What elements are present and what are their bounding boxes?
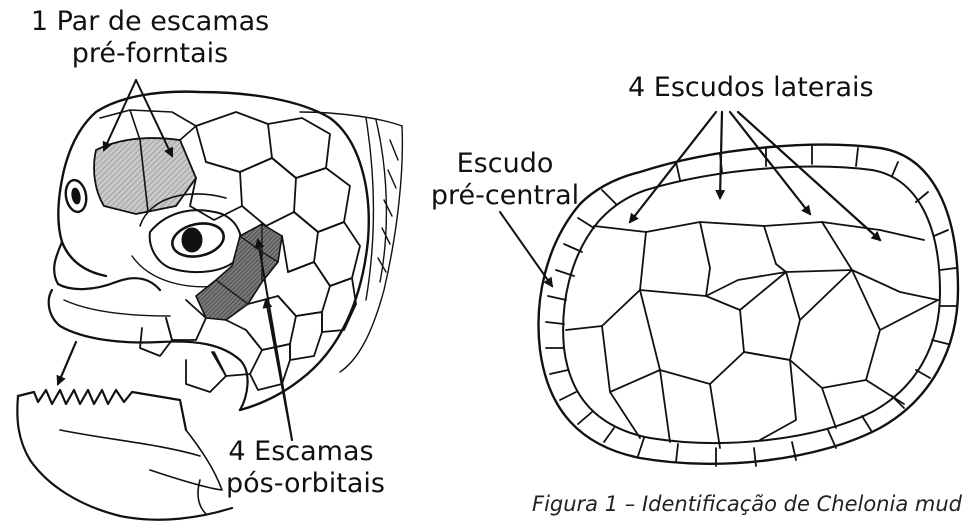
central-scutes bbox=[566, 222, 938, 448]
neck-skin bbox=[300, 112, 402, 372]
carapace-inner-edge bbox=[563, 167, 940, 443]
postorbital-arrow-2 bbox=[266, 300, 292, 440]
postorbital-label-line2: pós-orbitais bbox=[226, 468, 376, 500]
postorbital-label: 4 Escamas pós-orbitais bbox=[226, 436, 376, 500]
prefrontal-label-line2: pré-forntais bbox=[20, 38, 280, 70]
jaw-detail bbox=[18, 390, 186, 430]
prefrontal-scales bbox=[94, 138, 196, 214]
lateral-arrow-2 bbox=[720, 112, 722, 198]
postorbital-label-line1: 4 Escamas bbox=[226, 436, 376, 468]
lateral-arrow-4 bbox=[738, 112, 880, 240]
prefrontal-label-line1: 1 Par de escamas bbox=[20, 6, 280, 38]
precentral-label-line1: Escudo bbox=[430, 148, 580, 180]
precentral-label: Escudo pré-central bbox=[430, 148, 580, 212]
prefrontal-label: 1 Par de escamas pré-forntais bbox=[20, 6, 280, 70]
lateral-arrow-3 bbox=[730, 112, 810, 214]
lateral-arrow-1 bbox=[630, 112, 716, 222]
precentral-arrow bbox=[500, 212, 552, 286]
precentral-label-line2: pré-central bbox=[430, 180, 580, 212]
lateral-scutes-label: 4 Escudos laterais bbox=[628, 72, 868, 104]
upper-beak bbox=[54, 242, 160, 290]
jaw-arrow bbox=[58, 342, 76, 384]
figure-caption: Figura 1 – Identificação de Chelonia mud… bbox=[532, 490, 952, 518]
